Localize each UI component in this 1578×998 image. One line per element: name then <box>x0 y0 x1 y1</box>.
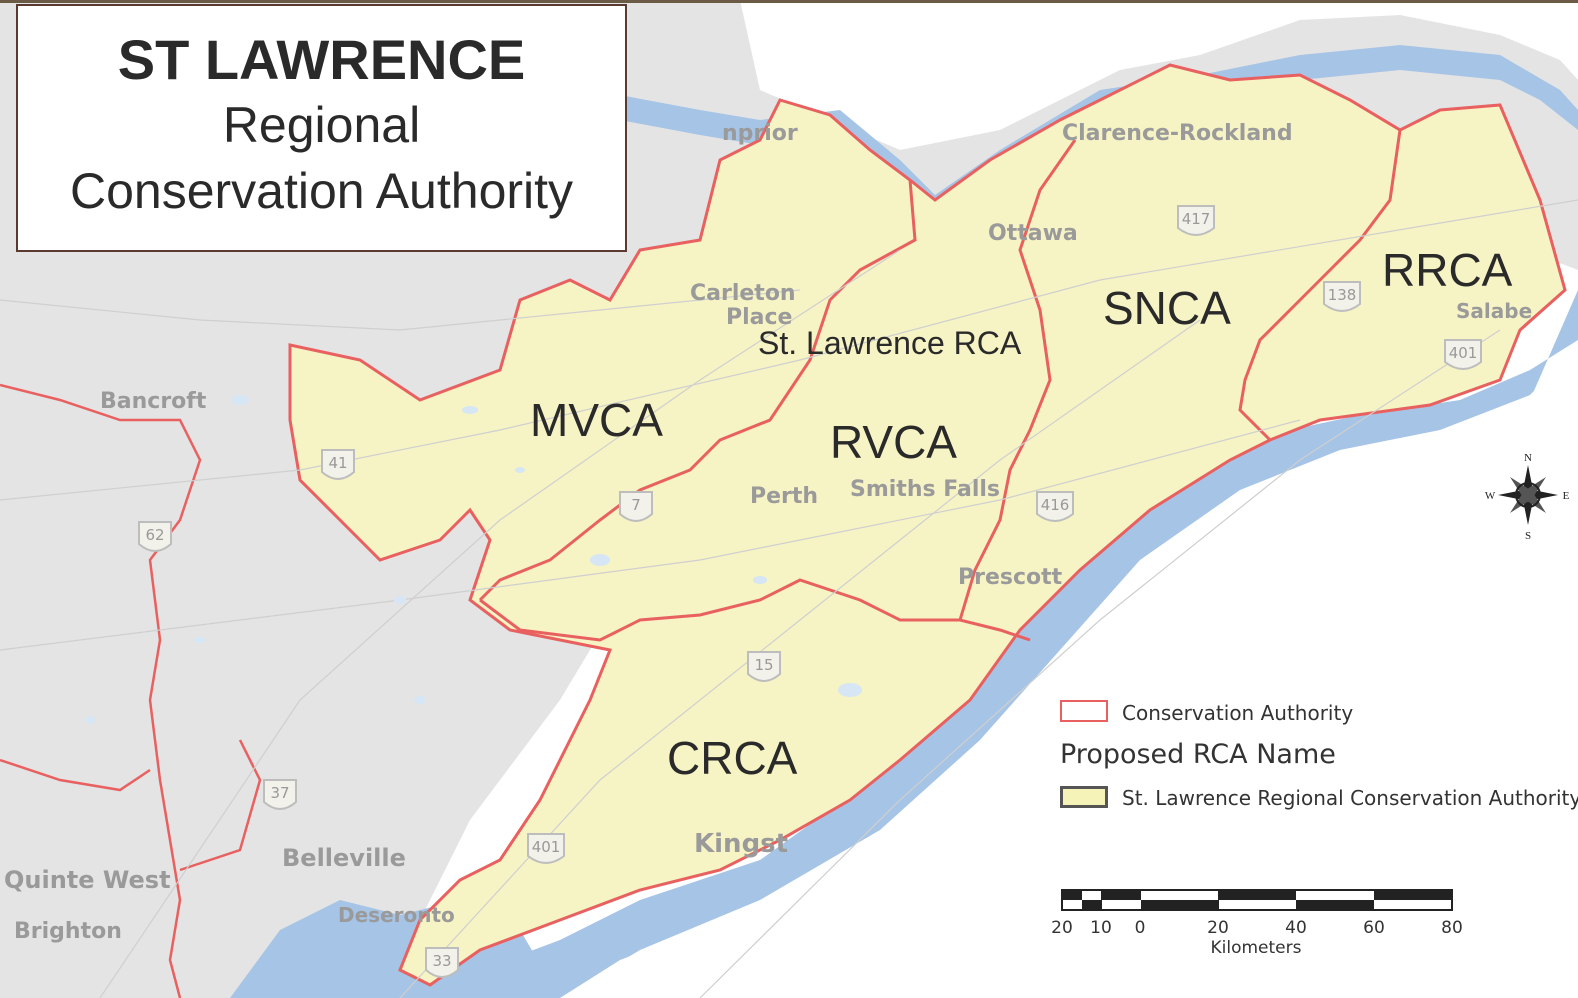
legend-ca-label: Conservation Authority <box>1122 701 1354 725</box>
boundary-west-1 <box>0 383 202 998</box>
compass-n: N <box>1524 452 1532 464</box>
label-mvca: MVCA <box>530 394 663 446</box>
compass-w: W <box>1485 490 1496 502</box>
lake-shape <box>194 637 206 643</box>
place-belleville: Belleville <box>282 844 406 872</box>
highway-shields: 417 138 401 41 7 416 62 15 37 401 33 <box>138 205 1482 978</box>
road-network <box>0 199 1578 998</box>
boundary-west-2 <box>0 739 262 872</box>
shield-33: 33 <box>432 952 451 970</box>
scale-tick-label: 20 <box>1051 918 1073 938</box>
place-perth: Perth <box>750 484 818 509</box>
place-kingston: Kingst <box>694 829 788 859</box>
place-clarence-rockland: Clarence-Rockland <box>1062 121 1293 146</box>
title-main: ST LAWRENCE <box>117 28 526 91</box>
boundary-snca-rrca <box>1238 129 1402 442</box>
label-st-lawrence-rca: St. Lawrence RCA <box>758 325 1022 361</box>
white-east <box>560 345 1578 998</box>
place-labels: nprior Clarence-Rockland Ottawa Carleton… <box>4 121 1532 944</box>
place-quinte-west: Quinte West <box>4 866 171 894</box>
shield-417: 417 <box>1182 210 1211 228</box>
scale-tick-label: 20 <box>1207 918 1229 938</box>
lake-shape <box>515 467 525 473</box>
boundary-crca <box>479 578 1031 642</box>
label-snca: SNCA <box>1103 282 1231 334</box>
small-lakes <box>85 395 862 724</box>
place-bancroft: Bancroft <box>100 389 207 414</box>
scale-tick-label: 40 <box>1285 918 1307 938</box>
label-rrca: RRCA <box>1382 244 1513 296</box>
scale-tick-label: 10 <box>1090 918 1112 938</box>
place-prescott: Prescott <box>958 565 1063 590</box>
boundary-rvca-snca <box>958 139 1077 621</box>
boundary-mvca-rvca <box>478 179 917 602</box>
shield-401-east: 401 <box>1449 344 1478 362</box>
title-box: ST LAWRENCE Regional Conservation Author… <box>16 4 627 252</box>
scale-bar <box>1061 889 1453 911</box>
scale-tick-label: 0 <box>1134 918 1146 938</box>
scale-tick-label: 60 <box>1363 918 1385 938</box>
lake-shape <box>462 406 478 414</box>
place-ottawa: Ottawa <box>988 221 1078 246</box>
shield-416: 416 <box>1041 496 1070 514</box>
legend-swatch-ca <box>1060 700 1108 722</box>
compass-s: S <box>1525 530 1531 542</box>
compass-e: E <box>1563 490 1570 502</box>
shield-41: 41 <box>328 454 347 472</box>
place-brighton: Brighton <box>14 919 122 944</box>
top-rule <box>0 0 1578 3</box>
title-conservation: Conservation Authority <box>69 163 574 219</box>
scale-units: Kilometers <box>1210 938 1302 958</box>
place-carleton: Carleton <box>690 281 796 306</box>
place-salaberry: Salabe <box>1456 299 1532 323</box>
shield-401-west: 401 <box>532 838 561 856</box>
compass-rose: N S W E <box>1485 452 1570 542</box>
lake-shape <box>85 716 95 724</box>
lake-shape <box>590 554 610 566</box>
shield-62: 62 <box>145 526 164 544</box>
st-lawrence-rca-area <box>288 63 1567 987</box>
shield-7: 7 <box>631 496 641 514</box>
legend-rca-label: St. Lawrence Regional Conservation Autho… <box>1122 786 1578 810</box>
region-labels: MVCA RVCA SNCA RRCA CRCA St. Lawrence RC… <box>530 244 1513 784</box>
lake-shape <box>394 596 406 604</box>
shield-37: 37 <box>270 784 289 802</box>
place-arnprior: nprior <box>722 121 798 146</box>
scale-tick-label: 80 <box>1441 918 1463 938</box>
title-regional: Regional <box>222 97 421 153</box>
st-lawrence-river <box>420 290 1578 998</box>
place-place: Place <box>726 305 792 330</box>
label-crca: CRCA <box>667 732 798 784</box>
lake-shape <box>414 696 426 704</box>
shield-138: 138 <box>1328 286 1357 304</box>
lake-shape <box>231 395 249 405</box>
lake-shape <box>838 683 862 697</box>
label-rvca: RVCA <box>830 416 957 468</box>
lake-shape <box>753 576 767 584</box>
place-deseronto: Deseronto <box>338 903 455 927</box>
legend-swatch-rca <box>1060 786 1108 808</box>
place-smiths-falls: Smiths Falls <box>850 477 1000 502</box>
shield-15: 15 <box>754 656 773 674</box>
legend-heading: Proposed RCA Name <box>1060 739 1336 770</box>
